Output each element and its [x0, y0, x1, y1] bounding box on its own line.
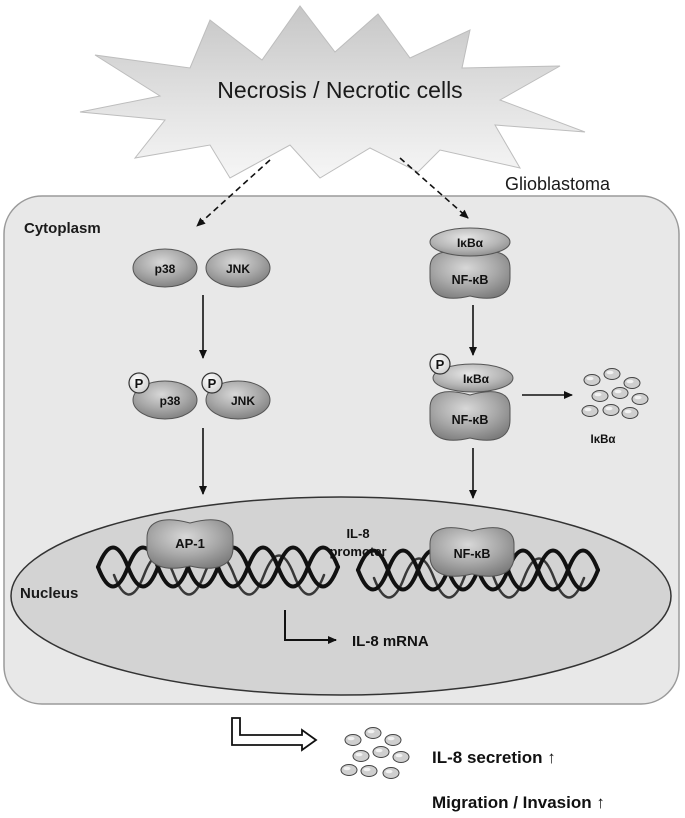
nfkb-complex-phospho — [429, 391, 511, 441]
cytoplasm-label: Cytoplasm — [24, 220, 101, 237]
il8-promoter-label-line1: IL-8 — [346, 526, 369, 541]
jnk-kinase — [205, 248, 271, 288]
secreted-il8-blobs — [340, 727, 410, 779]
il8-promoter-label-line2: promoter — [329, 544, 386, 559]
il8-secretion-label: IL-8 secretion ↑ — [432, 748, 556, 767]
ap1-complex — [146, 519, 234, 569]
phospho-jnk-marker — [201, 372, 223, 394]
jnk-label: JNK — [226, 262, 250, 276]
glioblastoma-label: Glioblastoma — [505, 174, 611, 194]
phospho-ikba-marker-label: P — [436, 357, 445, 372]
transcription-arrow — [284, 610, 337, 644]
phospho-p38-label: p38 — [160, 394, 181, 408]
ikba-top-label: IκBα — [457, 236, 484, 250]
nfkb-nuclear-label: NF-κB — [454, 547, 491, 561]
ap1-label: AP-1 — [175, 536, 205, 551]
ikba-top — [429, 227, 511, 257]
ikba-phospho-label: IκBα — [463, 372, 490, 386]
phospho-jnk-marker-label: P — [208, 376, 217, 391]
phospho-p38-marker-label: P — [135, 376, 144, 391]
phospho-ikba-marker — [429, 353, 451, 375]
dashed-arrow-left — [196, 159, 271, 227]
phospho-jnk-kinase — [205, 380, 271, 420]
ikba-phospho — [432, 363, 514, 393]
dashed-arrow-right — [399, 157, 469, 219]
phospho-p38-kinase — [132, 380, 198, 420]
p38-kinase — [132, 248, 198, 288]
nfkb-phospho-label: NF-κB — [452, 413, 489, 427]
necrosis-burst-shape — [79, 5, 586, 179]
p38-label: p38 — [155, 262, 176, 276]
nucleus-label: Nucleus — [20, 585, 78, 602]
degraded-ikba-label: IκBα — [591, 434, 616, 446]
outcome-arrow — [231, 717, 318, 752]
il8-mrna-label: IL-8 mRNA — [352, 633, 429, 650]
nfkb-nuclear-complex — [429, 527, 515, 577]
phospho-jnk-label: JNK — [231, 394, 255, 408]
migration-invasion-label: Migration / Invasion ↑ — [432, 793, 605, 812]
necrosis-label: Necrosis / Necrotic cells — [217, 77, 462, 103]
phospho-p38-marker — [128, 372, 150, 394]
nfkb-top-label: NF-κB — [452, 273, 489, 287]
